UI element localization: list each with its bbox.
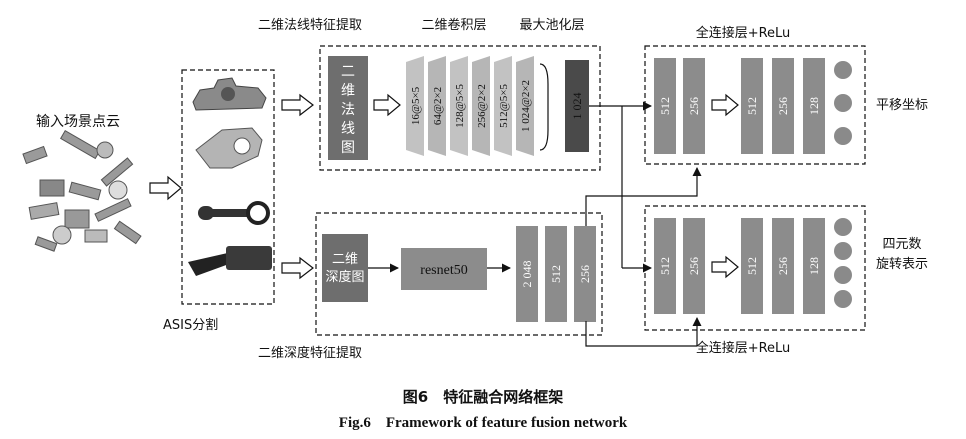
top-fc-bar: [772, 58, 794, 154]
normal-map-char: 法: [341, 102, 355, 118]
bottom-fc-bar: [654, 218, 676, 314]
top-fc-bar: [741, 58, 763, 154]
conv-layer-block: [428, 56, 446, 156]
top-fc-bar-label: 128: [807, 97, 821, 115]
conv-layer-label: 64@2×2: [432, 87, 444, 125]
conv-layer-block: [406, 56, 424, 156]
depth-fc-bar-label: 256: [578, 265, 592, 283]
bottom-fc-bar: [772, 218, 794, 314]
top-fc-bar: [803, 58, 825, 154]
conv-layer-block: [450, 56, 468, 156]
translation-label: 平移坐标: [876, 98, 928, 113]
connection-lines: [585, 101, 702, 347]
depth-feature-label: 二维深度特征提取: [258, 345, 362, 361]
top-fc-bar: [683, 58, 705, 154]
depth-map-line: 二维: [332, 252, 358, 267]
asis-segmentation-box: [181, 69, 275, 305]
depth-fc-bar: [516, 226, 538, 322]
depth-feature-box: [315, 212, 603, 336]
hollow-arrow-to-asis: [149, 175, 182, 201]
bottom-fc-bar: [803, 218, 825, 314]
segmented-object-bracket: [195, 127, 263, 169]
conv-layer-block: [494, 56, 512, 156]
normal-feature-box: [319, 45, 601, 171]
depth-map-line: 深度图: [325, 269, 364, 285]
conv-layer-block: [472, 56, 490, 156]
conv-layer-label: 16@5×5: [410, 86, 422, 125]
normal-feature-label: 二维法线特征提取: [258, 17, 362, 33]
hollow-arrow-to-normal-branch: [281, 93, 314, 117]
output-node: [834, 94, 852, 112]
hollow-arrow-bottom-fc: [711, 255, 739, 279]
depth-map-block: [322, 234, 368, 302]
arrow-depth-to-bottom-fc: [585, 317, 702, 347]
conv-layer-label: 256@2×2: [476, 84, 488, 128]
arrow-depth-to-top-fc: [585, 167, 702, 226]
depth-fc-bar: [574, 226, 596, 322]
conv-layer-label: 512@5×5: [498, 84, 510, 128]
max-pool-label: 最大池化层: [519, 18, 584, 33]
normal-map-char: 图: [341, 140, 355, 156]
input-cloud-label: 输入场景点云: [36, 114, 120, 130]
quaternion-label-line1: 四元数: [882, 237, 921, 252]
conv-layer-block: [516, 56, 534, 156]
translation-fc-stack: 512 256 512 256 128: [654, 58, 825, 154]
output-node: [834, 242, 852, 260]
translation-output-nodes: [834, 61, 852, 145]
rotation-fc-stack: 512 256 512 256 128: [654, 218, 825, 314]
bottom-fc-bar-label: 512: [658, 257, 672, 275]
resnet-block: [401, 248, 487, 290]
figure-caption-chinese: 图6 特征融合网络框架: [402, 388, 564, 406]
conv-bracket: [539, 63, 549, 151]
resnet-label: resnet50: [420, 263, 467, 278]
top-fc-bar-label: 512: [658, 97, 672, 115]
hollow-arrow-top-fc: [711, 93, 739, 117]
top-fc-bar-label: 512: [745, 97, 759, 115]
hollow-arrow-to-depth-branch: [281, 256, 314, 280]
top-fc-bar: [654, 58, 676, 154]
bottom-fc-bar: [683, 218, 705, 314]
segmented-object-hammer: [188, 246, 272, 276]
fc-bottom-label: 全连接层+ReLu: [696, 340, 791, 356]
normal-map-char: 维: [341, 83, 355, 99]
segmented-object-pillow-block: [192, 77, 267, 111]
asis-label: ASIS分割: [163, 317, 218, 333]
pool-block: [565, 60, 589, 152]
quaternion-label-line2: 旋转表示: [876, 257, 928, 272]
pool-block-label: 1 024: [570, 93, 584, 120]
segmented-object-connecting-rod: [198, 201, 270, 225]
bottom-fc-bar-label: 512: [745, 257, 759, 275]
figure-caption-english: Fig.6 Framework of feature fusion networ…: [338, 415, 628, 431]
top-fc-bar-label: 256: [687, 97, 701, 115]
bottom-fc-bar-label: 256: [687, 257, 701, 275]
conv-layers-label: 二维卷积层: [421, 17, 486, 33]
output-node: [834, 61, 852, 79]
conv-layer-label: 128@5×5: [454, 84, 466, 128]
output-node: [834, 218, 852, 236]
output-node: [834, 266, 852, 284]
depth-fc-stack: 2 048 512 256: [516, 226, 596, 322]
conv-layer-stack: 16@5×5 64@2×2 128@5×5 256@2×2 512@5×5 1 024@2…: [406, 56, 534, 156]
normal-map-char: 线: [341, 121, 355, 137]
hollow-arrow-to-conv: [373, 93, 401, 117]
normal-map-block: [328, 56, 368, 160]
bottom-fc-bar-label: 128: [807, 257, 821, 275]
output-node: [834, 290, 852, 308]
rotation-output-nodes: [834, 218, 852, 308]
scene-point-cloud-image: [18, 129, 148, 255]
depth-fc-bar-label: 512: [549, 265, 563, 283]
fc-top-label: 全连接层+ReLu: [696, 25, 791, 41]
depth-fc-bar: [545, 226, 567, 322]
top-fc-bar-label: 256: [776, 97, 790, 115]
conv-layer-label: 1 024@2×2: [520, 80, 532, 132]
output-node: [834, 127, 852, 145]
normal-map-char: 二: [341, 64, 355, 80]
bottom-fc-bar-label: 256: [776, 257, 790, 275]
depth-fc-bar-label: 2 048: [520, 261, 534, 288]
bottom-fc-bar: [741, 218, 763, 314]
